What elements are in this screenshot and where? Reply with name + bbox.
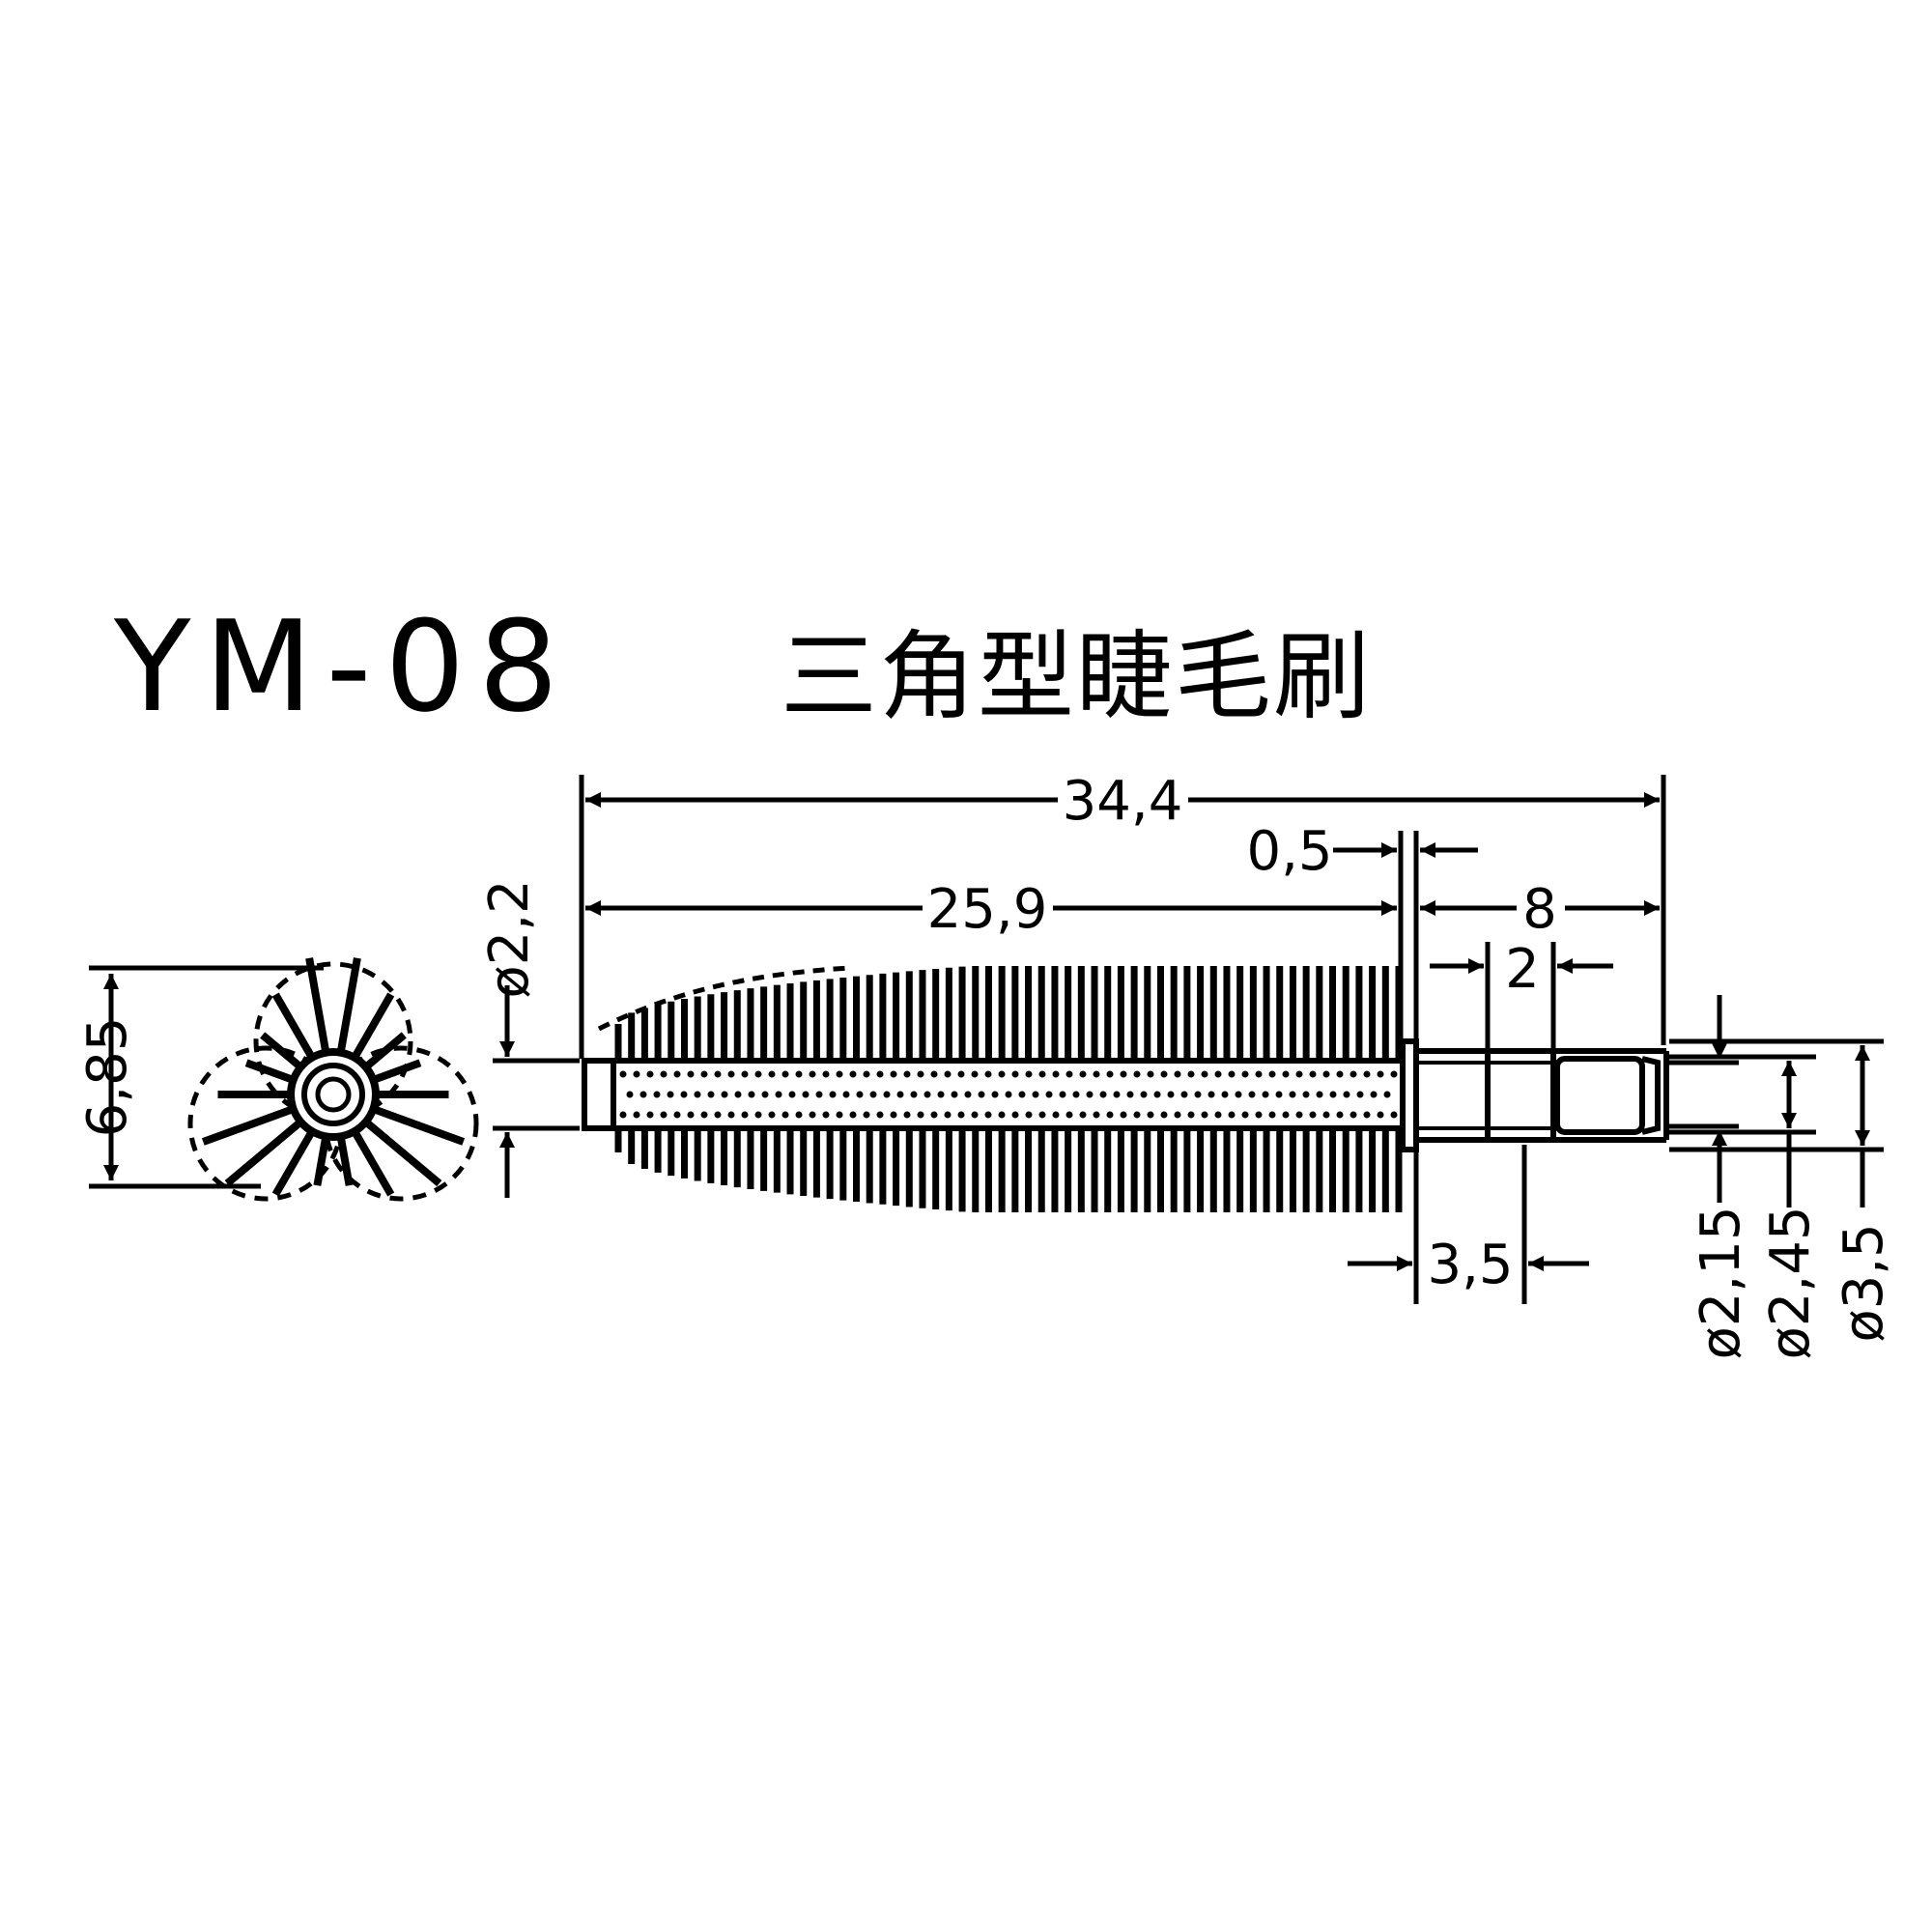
groove-width-label: 2 [1505,938,1540,1001]
shoulder-length-label: 3,5 [1427,1234,1513,1296]
brush-head [582,965,1406,1212]
head-diameter-dimension [89,965,324,1189]
handle-length-label: 8 [1522,878,1557,941]
head-diameter-label: 6,85 [76,1017,139,1138]
tip-diameter-label: ø2,45 [1759,1207,1822,1360]
model-code: YM-08 [113,593,572,740]
core-diameter-label: ø2,2 [478,879,541,998]
flange-width-label: 0,5 [1246,820,1332,883]
product-name: 三角型睫毛刷 [781,620,1372,733]
side-dimensions [493,775,1884,1304]
groove-diameter-label: ø2,15 [1690,1207,1752,1360]
end-view [187,957,479,1202]
handle [1400,1038,1669,1152]
shaft-diameter-label: ø3,5 [1833,1223,1895,1342]
overall-length-label: 34,4 [1063,770,1183,833]
bristle-length-label: 25,9 [927,878,1048,941]
